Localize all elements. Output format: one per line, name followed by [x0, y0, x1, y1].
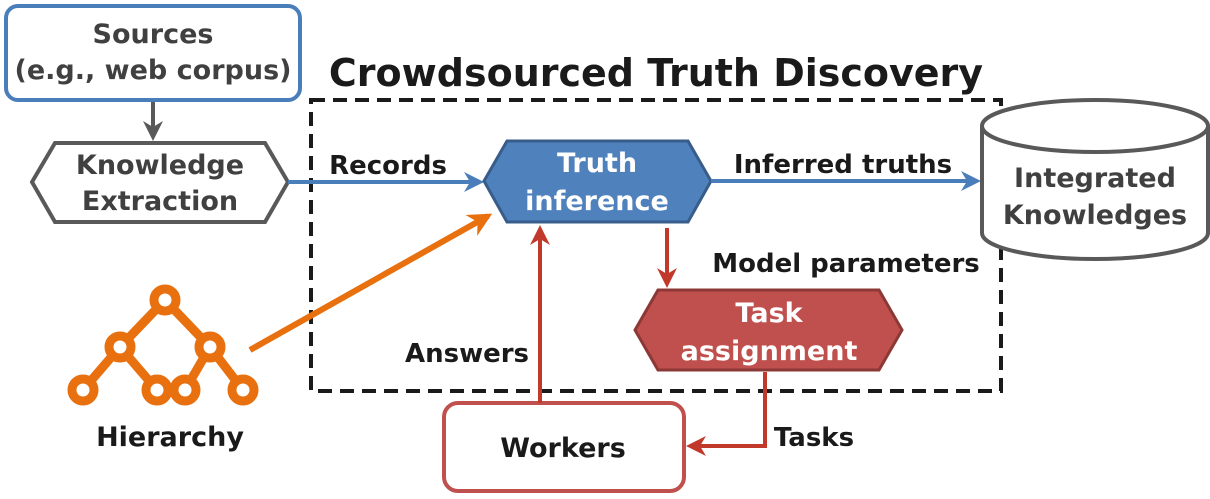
- diagram-title: Crowdsourced Truth Discovery: [329, 51, 983, 95]
- edge-label-model-parameters: Model parameters: [712, 249, 980, 279]
- integrated-knowledges-label-line1: Integrated: [1014, 163, 1176, 194]
- truth-inference-label-line1: Truth: [557, 148, 637, 179]
- truth-inference-node: Truth inference: [482, 139, 713, 224]
- workers-label: Workers: [500, 433, 626, 464]
- knowledge-extraction-label-line2: Extraction: [82, 186, 238, 217]
- edge-label-answers: Answers: [405, 339, 529, 369]
- sources-label: Sources: [93, 19, 214, 50]
- edge-label-inferred-truths: Inferred truths: [734, 150, 952, 180]
- hierarchy-label: Hierarchy: [96, 422, 244, 453]
- knowledge-extraction-label-line1: Knowledge: [76, 150, 244, 181]
- task-assignment-label-line2: assignment: [681, 336, 858, 367]
- arrow-hierarchy: [248, 213, 493, 353]
- knowledge-extraction-node: Knowledge Extraction: [29, 141, 291, 224]
- sources-box: Sources (e.g., web corpus): [4, 4, 302, 102]
- arrow-tasks: [686, 372, 767, 456]
- system-boundary: [309, 98, 1003, 393]
- tree-hierarchy-icon: [67, 284, 259, 406]
- integrated-knowledges-label-line2: Knowledges: [1003, 200, 1187, 231]
- edge-label-tasks: Tasks: [774, 423, 854, 453]
- task-assignment-node: Task assignment: [633, 288, 904, 372]
- integrated-knowledges-database: Integrated Knowledges: [980, 98, 1210, 261]
- sources-example-label: (e.g., web corpus): [15, 55, 292, 86]
- workers-box: Workers: [442, 401, 686, 493]
- edge-label-records: Records: [329, 151, 447, 181]
- truth-inference-label-line2: inference: [525, 186, 669, 217]
- task-assignment-label-line1: Task: [735, 298, 803, 329]
